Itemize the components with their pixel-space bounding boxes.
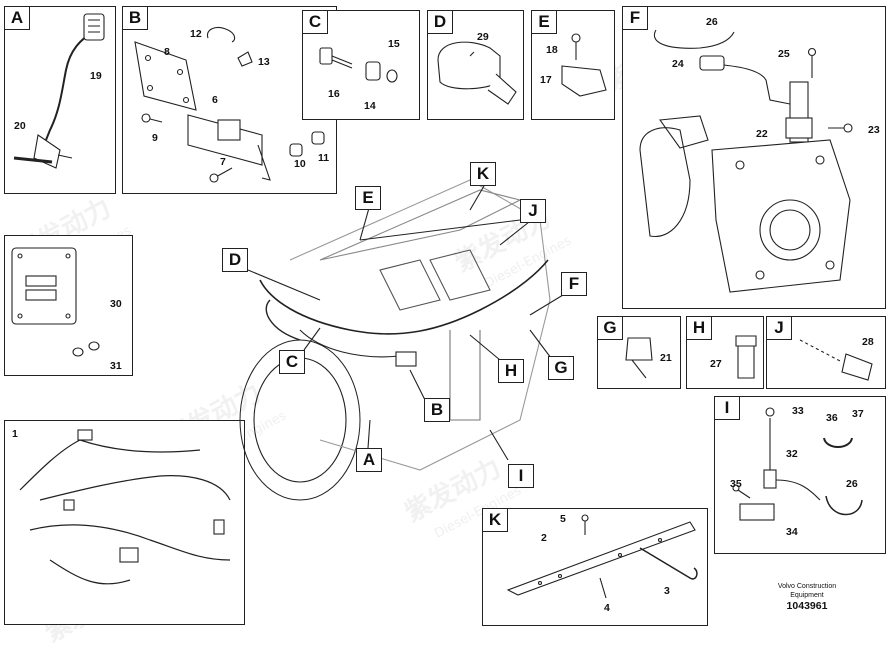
part-number: 23 xyxy=(868,124,880,136)
panel-i xyxy=(714,396,886,554)
part-number: 14 xyxy=(364,100,376,112)
panel-e-tag: E xyxy=(531,10,557,34)
panel-c-tag: C xyxy=(302,10,328,34)
callout-j: J xyxy=(520,199,546,223)
part-number: 18 xyxy=(546,44,558,56)
panel-k-tag: K xyxy=(482,508,508,532)
panel-j-tag: J xyxy=(766,316,792,340)
panel-i-tag: I xyxy=(714,396,740,420)
part-number: 4 xyxy=(604,602,610,614)
callout-c: C xyxy=(279,350,305,374)
part-number: 31 xyxy=(110,360,122,372)
callout-e: E xyxy=(355,186,381,210)
panel-f-tag: F xyxy=(622,6,648,30)
part-number: 26 xyxy=(706,16,718,28)
panel-a-tag: A xyxy=(4,6,30,30)
part-number: 13 xyxy=(258,56,270,68)
part-number: 5 xyxy=(560,513,566,525)
callout-a: A xyxy=(356,448,382,472)
part-number: 33 xyxy=(792,405,804,417)
part-number: 9 xyxy=(152,132,158,144)
part-number: 10 xyxy=(294,158,306,170)
part-number: 37 xyxy=(852,408,864,420)
publisher-line-1: Volvo Construction xyxy=(777,583,837,590)
part-number: 1 xyxy=(12,428,18,440)
callout-i: I xyxy=(508,464,534,488)
part-number: 21 xyxy=(660,352,672,364)
callout-k: K xyxy=(470,162,496,186)
panel-d-tag: D xyxy=(427,10,453,34)
part-number: 11 xyxy=(318,152,330,164)
callout-h: H xyxy=(498,359,524,383)
part-number: 22 xyxy=(756,128,768,140)
part-number: 30 xyxy=(110,298,122,310)
publisher-credit: Volvo Construction Equipment 1043961 xyxy=(752,582,862,611)
part-number: 19 xyxy=(90,70,102,82)
publisher-line-2: Equipment xyxy=(790,592,824,599)
part-number: 16 xyxy=(328,88,340,100)
callout-g: G xyxy=(548,356,574,380)
panel-harness xyxy=(4,420,245,625)
part-number: 24 xyxy=(672,58,684,70)
part-number: 25 xyxy=(778,48,790,60)
callout-b: B xyxy=(424,398,450,422)
panel-g-tag: G xyxy=(597,316,623,340)
part-number: 12 xyxy=(190,28,202,40)
callout-f: F xyxy=(561,272,587,296)
part-number: 35 xyxy=(730,478,742,490)
part-number: 32 xyxy=(786,448,798,460)
part-number: 27 xyxy=(710,358,722,370)
part-number: 26 xyxy=(846,478,858,490)
panel-b-tag: B xyxy=(122,6,148,30)
part-number: 17 xyxy=(540,74,552,86)
part-number: 8 xyxy=(164,46,170,58)
part-number: 36 xyxy=(826,412,838,424)
diagram-drawing xyxy=(11,13,873,599)
part-number: 20 xyxy=(14,120,26,132)
callout-d: D xyxy=(222,248,248,272)
document-number: 1043961 xyxy=(786,600,828,612)
part-number: 2 xyxy=(541,532,547,544)
part-number: 7 xyxy=(220,156,226,168)
part-number: 15 xyxy=(388,38,400,50)
part-number: 28 xyxy=(862,336,874,348)
panel-h-tag: H xyxy=(686,316,712,340)
part-number: 29 xyxy=(477,31,489,43)
part-number: 6 xyxy=(212,94,218,106)
part-number: 34 xyxy=(786,526,798,538)
part-number: 3 xyxy=(664,585,670,597)
